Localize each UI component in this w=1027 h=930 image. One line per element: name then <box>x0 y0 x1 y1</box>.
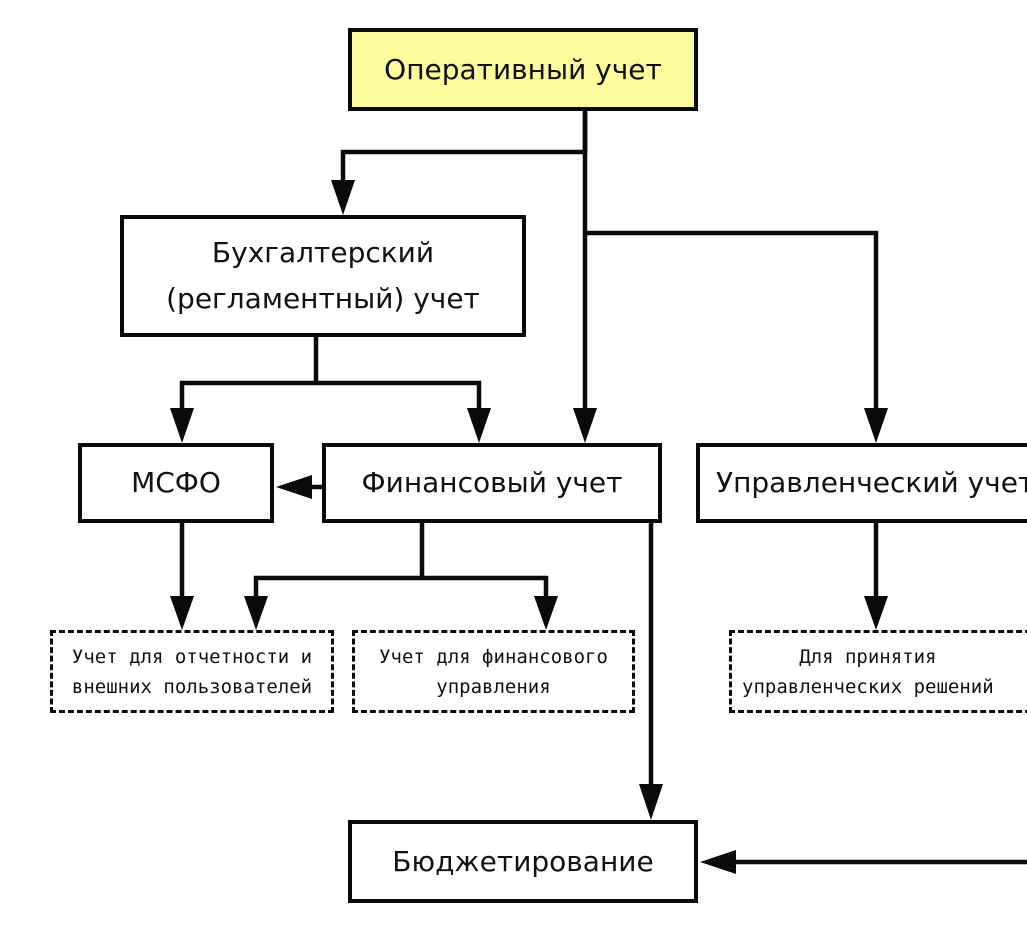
arrowhead-budgeting-from-financial <box>639 784 663 820</box>
reporting-label-line1: Учет для отчетности и <box>71 645 313 668</box>
connector-operational-to-accounting <box>340 111 588 182</box>
arrowhead-managerial <box>864 408 888 443</box>
accounting-box: Бухгалтерский (регламентный) учет <box>120 215 526 337</box>
accounting-label-line2: (регламентный) учет <box>166 282 480 315</box>
reporting-accounting-box: Учет для отчетности и внешних пользовате… <box>50 630 334 713</box>
arrowhead-msfo-from-accounting <box>170 408 194 443</box>
operational-accounting-label: Оперативный учет <box>384 52 662 86</box>
operational-accounting-box: Оперативный учет <box>348 28 698 111</box>
arrowhead-reporting-from-financial <box>244 596 268 630</box>
reporting-label-line2: внешних пользователей <box>71 675 313 698</box>
decisions-label-line2: управленческих решений <box>742 675 994 698</box>
arrowhead-accounting <box>331 180 355 215</box>
accounting-label-line1: Бухгалтерский <box>211 236 435 269</box>
msfo-box: МСФО <box>78 443 274 523</box>
arrowhead-msfo-from-financial <box>276 475 312 499</box>
financial-accounting-box: Финансовый учет <box>322 443 662 523</box>
arrowhead-financial-from-accounting <box>467 408 491 443</box>
finmgmt-label-line1: Учет для финансового <box>379 645 608 668</box>
arrowhead-financial-from-operational <box>573 408 597 443</box>
management-decisions-box: Для принятия управленческих решений <box>729 630 1027 713</box>
arrowhead-reporting-from-msfo <box>170 596 194 630</box>
finmgmt-label-line2: управления <box>436 675 551 698</box>
managerial-accounting-label: Управленческий учет <box>716 466 1027 499</box>
managerial-accounting-box: Управленческий учет <box>696 443 1027 523</box>
connector-financial-split <box>253 523 549 598</box>
connector-operational-to-managerial <box>585 230 879 410</box>
budgeting-box: Бюджетирование <box>348 820 698 903</box>
decisions-label-line1: Для принятия <box>799 645 937 668</box>
connector-accounting-split <box>179 337 482 410</box>
arrowhead-budgeting-from-right <box>700 850 736 874</box>
budgeting-label: Бюджетирование <box>392 844 654 878</box>
financial-management-box: Учет для финансового управления <box>352 630 635 713</box>
financial-accounting-label: Финансовый учет <box>361 466 623 499</box>
arrowhead-decisions <box>864 596 888 630</box>
arrowhead-finmgmt <box>534 596 558 630</box>
msfo-label: МСФО <box>131 466 221 499</box>
